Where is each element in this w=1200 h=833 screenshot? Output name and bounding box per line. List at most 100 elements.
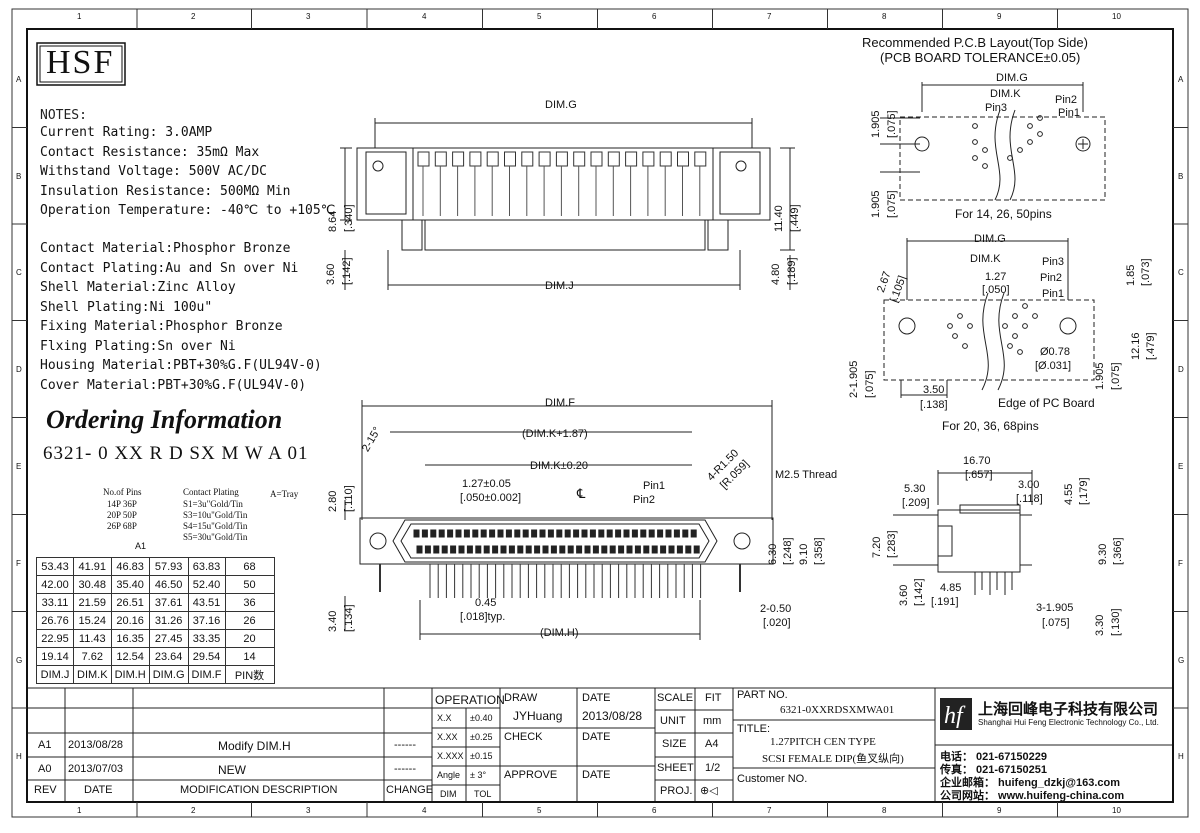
dim-table-cell: DIM.G <box>148 665 189 684</box>
pcb-caption-1: For 14, 26, 50pins <box>955 207 1052 221</box>
fit-label: FIT <box>705 692 722 704</box>
title-line-2: SCSI FEMALE DIP(鱼叉纵向) <box>762 753 904 765</box>
date3-label: DATE <box>582 769 611 781</box>
grid-col-label: 6 <box>652 806 657 815</box>
pcb-layout-1 <box>880 82 1106 201</box>
date1-value: 2013/08/28 <box>582 709 643 723</box>
dim-label-d657: [.657] <box>965 469 993 481</box>
grid-col-label: 5 <box>537 12 542 21</box>
dim-table-cell: 26.51 <box>110 593 150 612</box>
draw-name: JYHuang <box>513 709 563 723</box>
revision-mark: A1 <box>130 538 148 554</box>
dim-label-d209: [.209] <box>902 497 930 509</box>
dim-label: DIM <box>440 789 457 799</box>
dim-label-d1140: 11.40 <box>773 205 785 232</box>
dim-label-d455: 4.55 <box>1063 483 1075 505</box>
dim-label-dimG: DIM.G <box>996 72 1028 84</box>
pin-option: 20P 50P <box>107 510 137 520</box>
dim-label-d075: [.075] <box>886 110 898 138</box>
dim-label-d127a: 1.27±0.05 <box>462 478 511 490</box>
dim-label-d366: [.366] <box>1112 537 1124 565</box>
top-front-view <box>340 118 795 290</box>
dim-label-d031: [Ø.031] <box>1035 360 1072 372</box>
dim-label-d280: 2.80 <box>327 490 339 512</box>
dim-label-pin1: Pin1 <box>643 480 666 492</box>
dim-table-cell: 21.59 <box>73 593 112 612</box>
dim-table-cell: 26 <box>224 611 275 630</box>
dim-table-cell: 43.51 <box>187 593 226 612</box>
dim-table-cell: 26.76 <box>36 611 74 630</box>
revision-triangle-icon <box>130 538 148 552</box>
dim-table-cell: 11.43 <box>73 629 112 648</box>
pcb-title-2: (PCB BOARD TOLERANCE±0.05) <box>880 50 1081 65</box>
dim-label-pin3: Pin3 <box>1042 256 1065 268</box>
dim-label-d050a: [.050±0.002] <box>460 492 522 504</box>
dim-table-cell: 33.35 <box>187 629 226 648</box>
dim-label-d720: 7.20 <box>871 536 883 558</box>
dim-table-cell: 16.35 <box>110 629 150 648</box>
tol-val: ±0.40 <box>470 713 493 723</box>
material-line: Contact Material:Phosphor Bronze <box>40 241 291 256</box>
dim-label-d179: [.179] <box>1078 477 1090 505</box>
dim-table-cell: 57.93 <box>148 557 189 576</box>
plating-option: S1=3u"Gold/Tin <box>183 499 243 509</box>
dim-label-d078: Ø0.78 <box>1040 346 1070 358</box>
rev-change: ------ <box>394 763 416 775</box>
rev-desc: Modify DIM.H <box>218 739 291 753</box>
dim-label-dimG: DIM.G <box>545 99 577 111</box>
grid-row-label: F <box>16 559 21 568</box>
dim-label-d075b: [.075] <box>1042 617 1070 629</box>
material-line: Shell Plating:Ni 100u" <box>40 299 213 315</box>
grid-col-label: 1 <box>77 806 82 815</box>
dim-label-d138: [.138] <box>920 399 948 411</box>
dim-label-d283: [.283] <box>886 530 898 558</box>
side-view <box>893 470 1033 595</box>
grid-row-label: G <box>1178 656 1185 665</box>
projection-icon: ⊕◁ <box>700 785 718 797</box>
pin-option: 26P 68P <box>107 521 137 531</box>
title-block-frame <box>28 687 1172 801</box>
title-label: TITLE: <box>737 723 771 735</box>
dim-label-d189: [.189] <box>786 257 798 285</box>
company-cn: 上海回峰电子科技有限公司 <box>978 701 1159 718</box>
dim-label-d248: [.248] <box>782 537 794 565</box>
grid-col-label: 6 <box>652 12 657 21</box>
sheet-label: SHEET <box>657 762 694 774</box>
grid-col-label: 10 <box>1112 12 1121 21</box>
rev-header: REV <box>34 784 57 796</box>
dim-label-d479: [.479] <box>1145 332 1157 360</box>
unit-value: mm <box>703 715 722 727</box>
dim-table-cell: 20 <box>224 629 275 648</box>
ordering-code: 6321- 0 XX R D SX M W A 01 <box>43 443 309 464</box>
dim-label-pin1: Pin1 <box>1042 288 1065 300</box>
note-line: Operation Temperature: -40℃ to +105℃ <box>40 203 336 218</box>
tol-val: ± 3° <box>470 770 487 780</box>
grid-col-label: 8 <box>882 806 887 815</box>
pins-title: No.of Pins <box>103 487 142 497</box>
dim-label-d075: [.075] <box>1110 362 1122 390</box>
rev-desc: NEW <box>218 763 246 777</box>
dim-label-dimJ: DIM.J <box>545 280 574 292</box>
customer-label: Customer NO. <box>737 773 808 785</box>
dim-table-cell: 7.62 <box>73 647 112 666</box>
operation-label: OPERATION <box>435 693 505 707</box>
grid-col-label: 9 <box>997 806 1002 815</box>
grid-col-label: 1 <box>77 12 82 21</box>
approve-label: APPROVE <box>504 769 558 781</box>
dim-table-cell: 53.43 <box>36 557 74 576</box>
grid-row-label: D <box>1178 365 1184 374</box>
scale-label: SCALE <box>657 692 694 704</box>
grid-row-label: F <box>1178 559 1183 568</box>
dim-table-cell: DIM.F <box>187 665 226 684</box>
dim-label-dimK: DIM.K <box>970 253 1001 265</box>
grid-row-label: E <box>16 462 22 471</box>
rev-date: 2013/07/03 <box>68 763 124 775</box>
grid-row-label: B <box>16 172 22 181</box>
dim-label-d1905: 1.905 <box>870 190 882 218</box>
title-line-1: 1.27PITCH CEN TYPE <box>770 736 876 748</box>
dim-table-cell: 27.45 <box>148 629 189 648</box>
dim-label-pin3: Pin3 <box>985 102 1008 114</box>
